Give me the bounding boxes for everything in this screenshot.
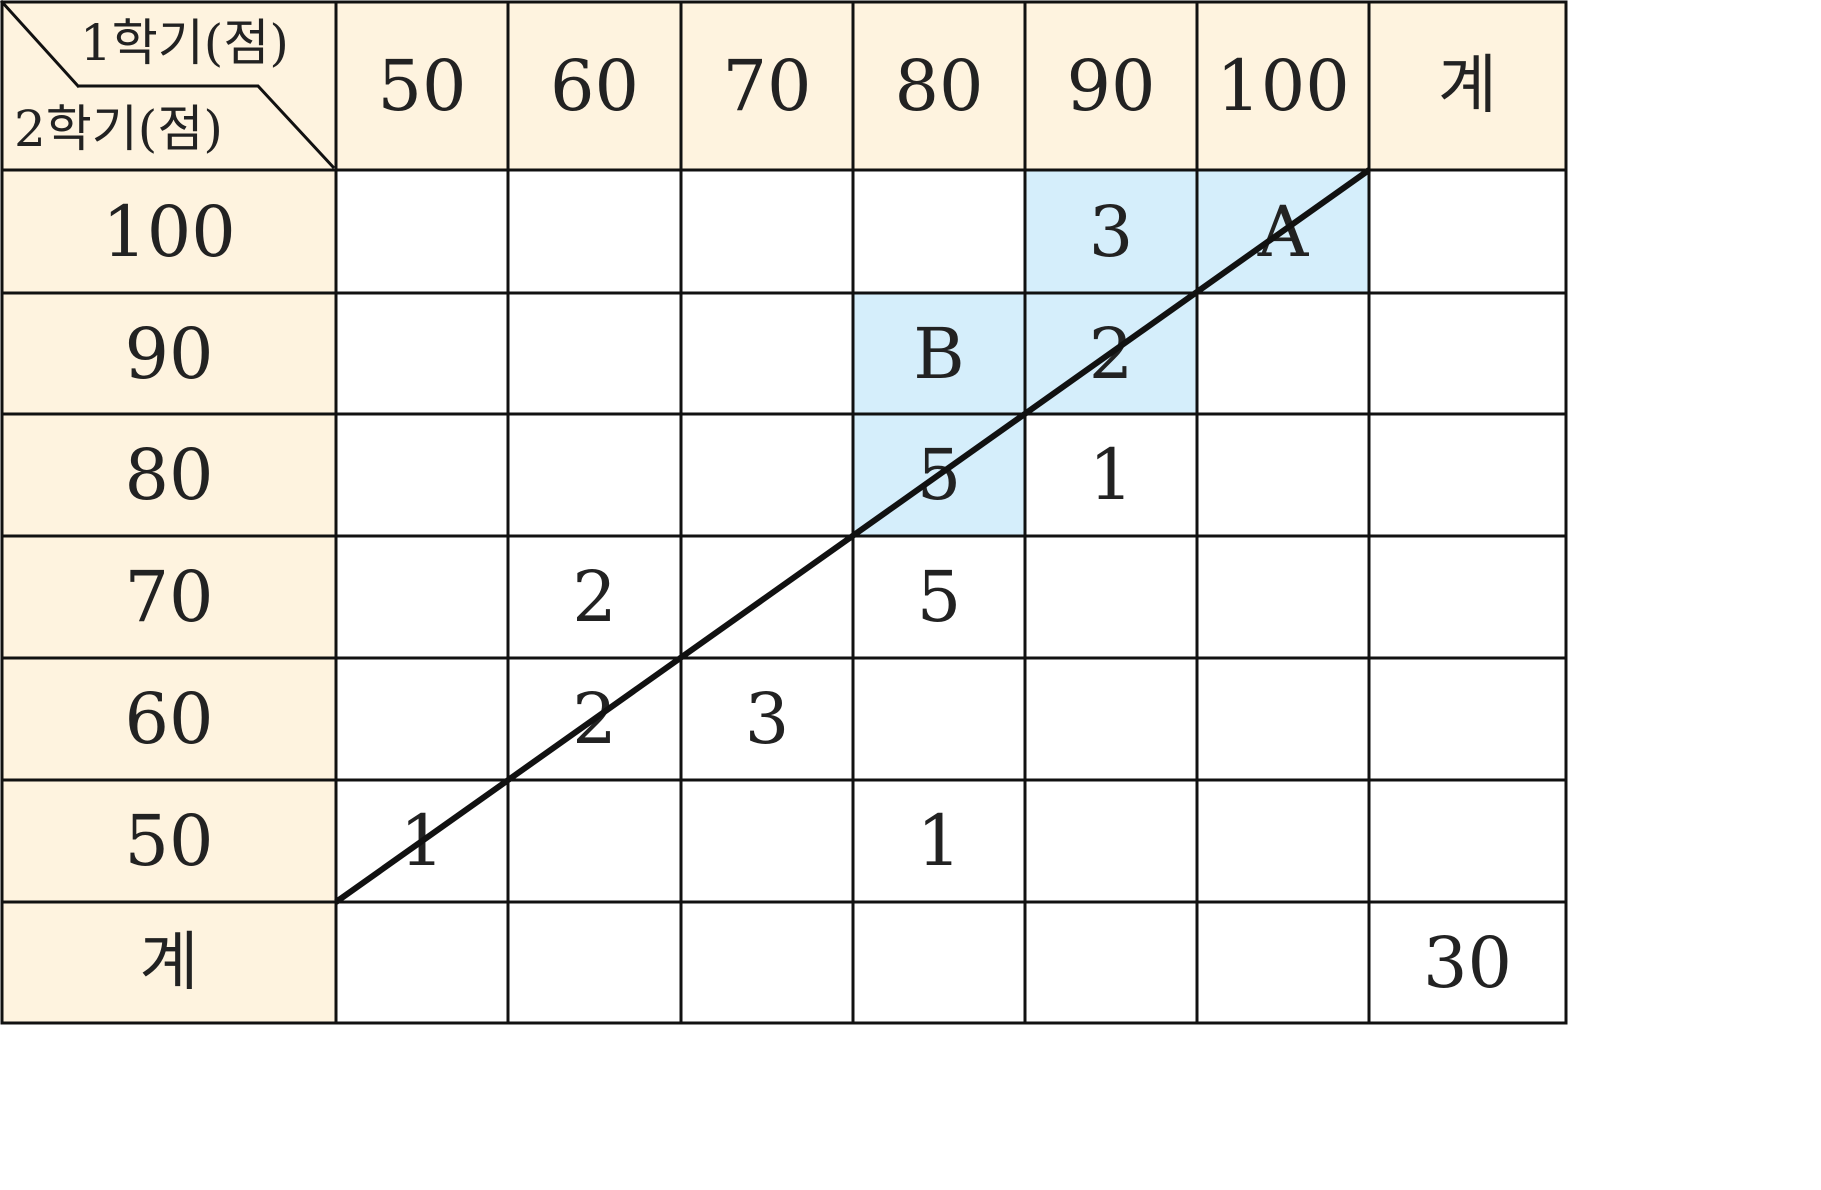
table-cell — [853, 902, 1025, 1023]
cell-value: B — [913, 312, 965, 395]
cell-value: 5 — [916, 556, 962, 638]
table-cell — [1197, 658, 1369, 780]
table-cell — [853, 170, 1025, 293]
table-cell — [681, 414, 853, 536]
table-cell — [1197, 902, 1369, 1023]
table-cell — [681, 902, 853, 1023]
corner-col-label: 1학기(점) — [80, 14, 289, 72]
column-header: 100 — [1216, 45, 1350, 127]
cell-value: 1 — [916, 800, 962, 882]
table-cell — [508, 780, 681, 902]
table-cell — [336, 658, 508, 780]
score-table: 1학기(점) 2학기(점) 5060708090100계1003A90B2805… — [0, 0, 1568, 1025]
header-col-bg — [2, 170, 336, 1023]
diagonal-line — [334, 167, 1371, 905]
table-cell — [1369, 658, 1566, 780]
header-row-bg — [2, 2, 1566, 170]
highlighted-cell — [853, 293, 1025, 414]
table-cell — [336, 536, 508, 658]
column-header: 50 — [377, 45, 467, 127]
table-grid — [0, 0, 1568, 1025]
table-cell — [508, 414, 681, 536]
table-cell — [1025, 780, 1197, 902]
cell-value: 1 — [1088, 434, 1134, 516]
table-cell — [1025, 902, 1197, 1023]
column-header: 80 — [894, 45, 984, 127]
row-header: 70 — [124, 556, 214, 638]
table-cell — [1197, 536, 1369, 658]
row-header: 100 — [102, 190, 236, 273]
table-cell — [681, 170, 853, 293]
table-cell — [1369, 536, 1566, 658]
table-cell — [1369, 293, 1566, 414]
table-cell — [1197, 780, 1369, 902]
table-cell — [508, 293, 681, 414]
cell-value: 30 — [1422, 921, 1513, 1004]
column-header: 90 — [1066, 45, 1156, 127]
table-cell — [1025, 536, 1197, 658]
table-cell — [1197, 414, 1369, 536]
corner-diagonal-top — [0, 0, 81, 89]
table-cell — [1025, 414, 1197, 536]
table-cell — [853, 536, 1025, 658]
row-header: 90 — [124, 312, 214, 395]
table-cell — [508, 902, 681, 1023]
column-header: 60 — [549, 45, 640, 127]
table-cell — [681, 293, 853, 414]
table-cell — [508, 536, 681, 658]
corner-row-label: 2학기(점) — [14, 100, 223, 158]
row-header: 계 — [139, 925, 199, 1000]
table-cell — [1369, 902, 1566, 1023]
table-cell — [681, 780, 853, 902]
table-cell — [681, 658, 853, 780]
table-cell — [1369, 170, 1566, 293]
table-cell — [1369, 414, 1566, 536]
table-cell — [336, 293, 508, 414]
row-header: 80 — [124, 434, 214, 516]
table-cell — [508, 170, 681, 293]
table-cell — [853, 658, 1025, 780]
cell-value: 2 — [572, 556, 617, 638]
column-header: 70 — [722, 45, 812, 127]
table-cell — [336, 902, 508, 1023]
table-cell — [853, 780, 1025, 902]
table-cell — [336, 170, 508, 293]
column-header: 계 — [1438, 49, 1497, 123]
diagonal-line-layer — [334, 167, 1371, 905]
table-cell — [1369, 780, 1566, 902]
row-header: 60 — [124, 678, 214, 760]
cell-value: 3 — [744, 678, 790, 760]
row-header: 50 — [124, 800, 214, 882]
corner-diagonal-bottom — [78, 84, 336, 170]
table-cell — [336, 414, 508, 536]
table-cell — [1025, 658, 1197, 780]
cell-value: 3 — [1088, 190, 1134, 273]
highlighted-cell — [1025, 170, 1197, 293]
table-cell — [1197, 293, 1369, 414]
